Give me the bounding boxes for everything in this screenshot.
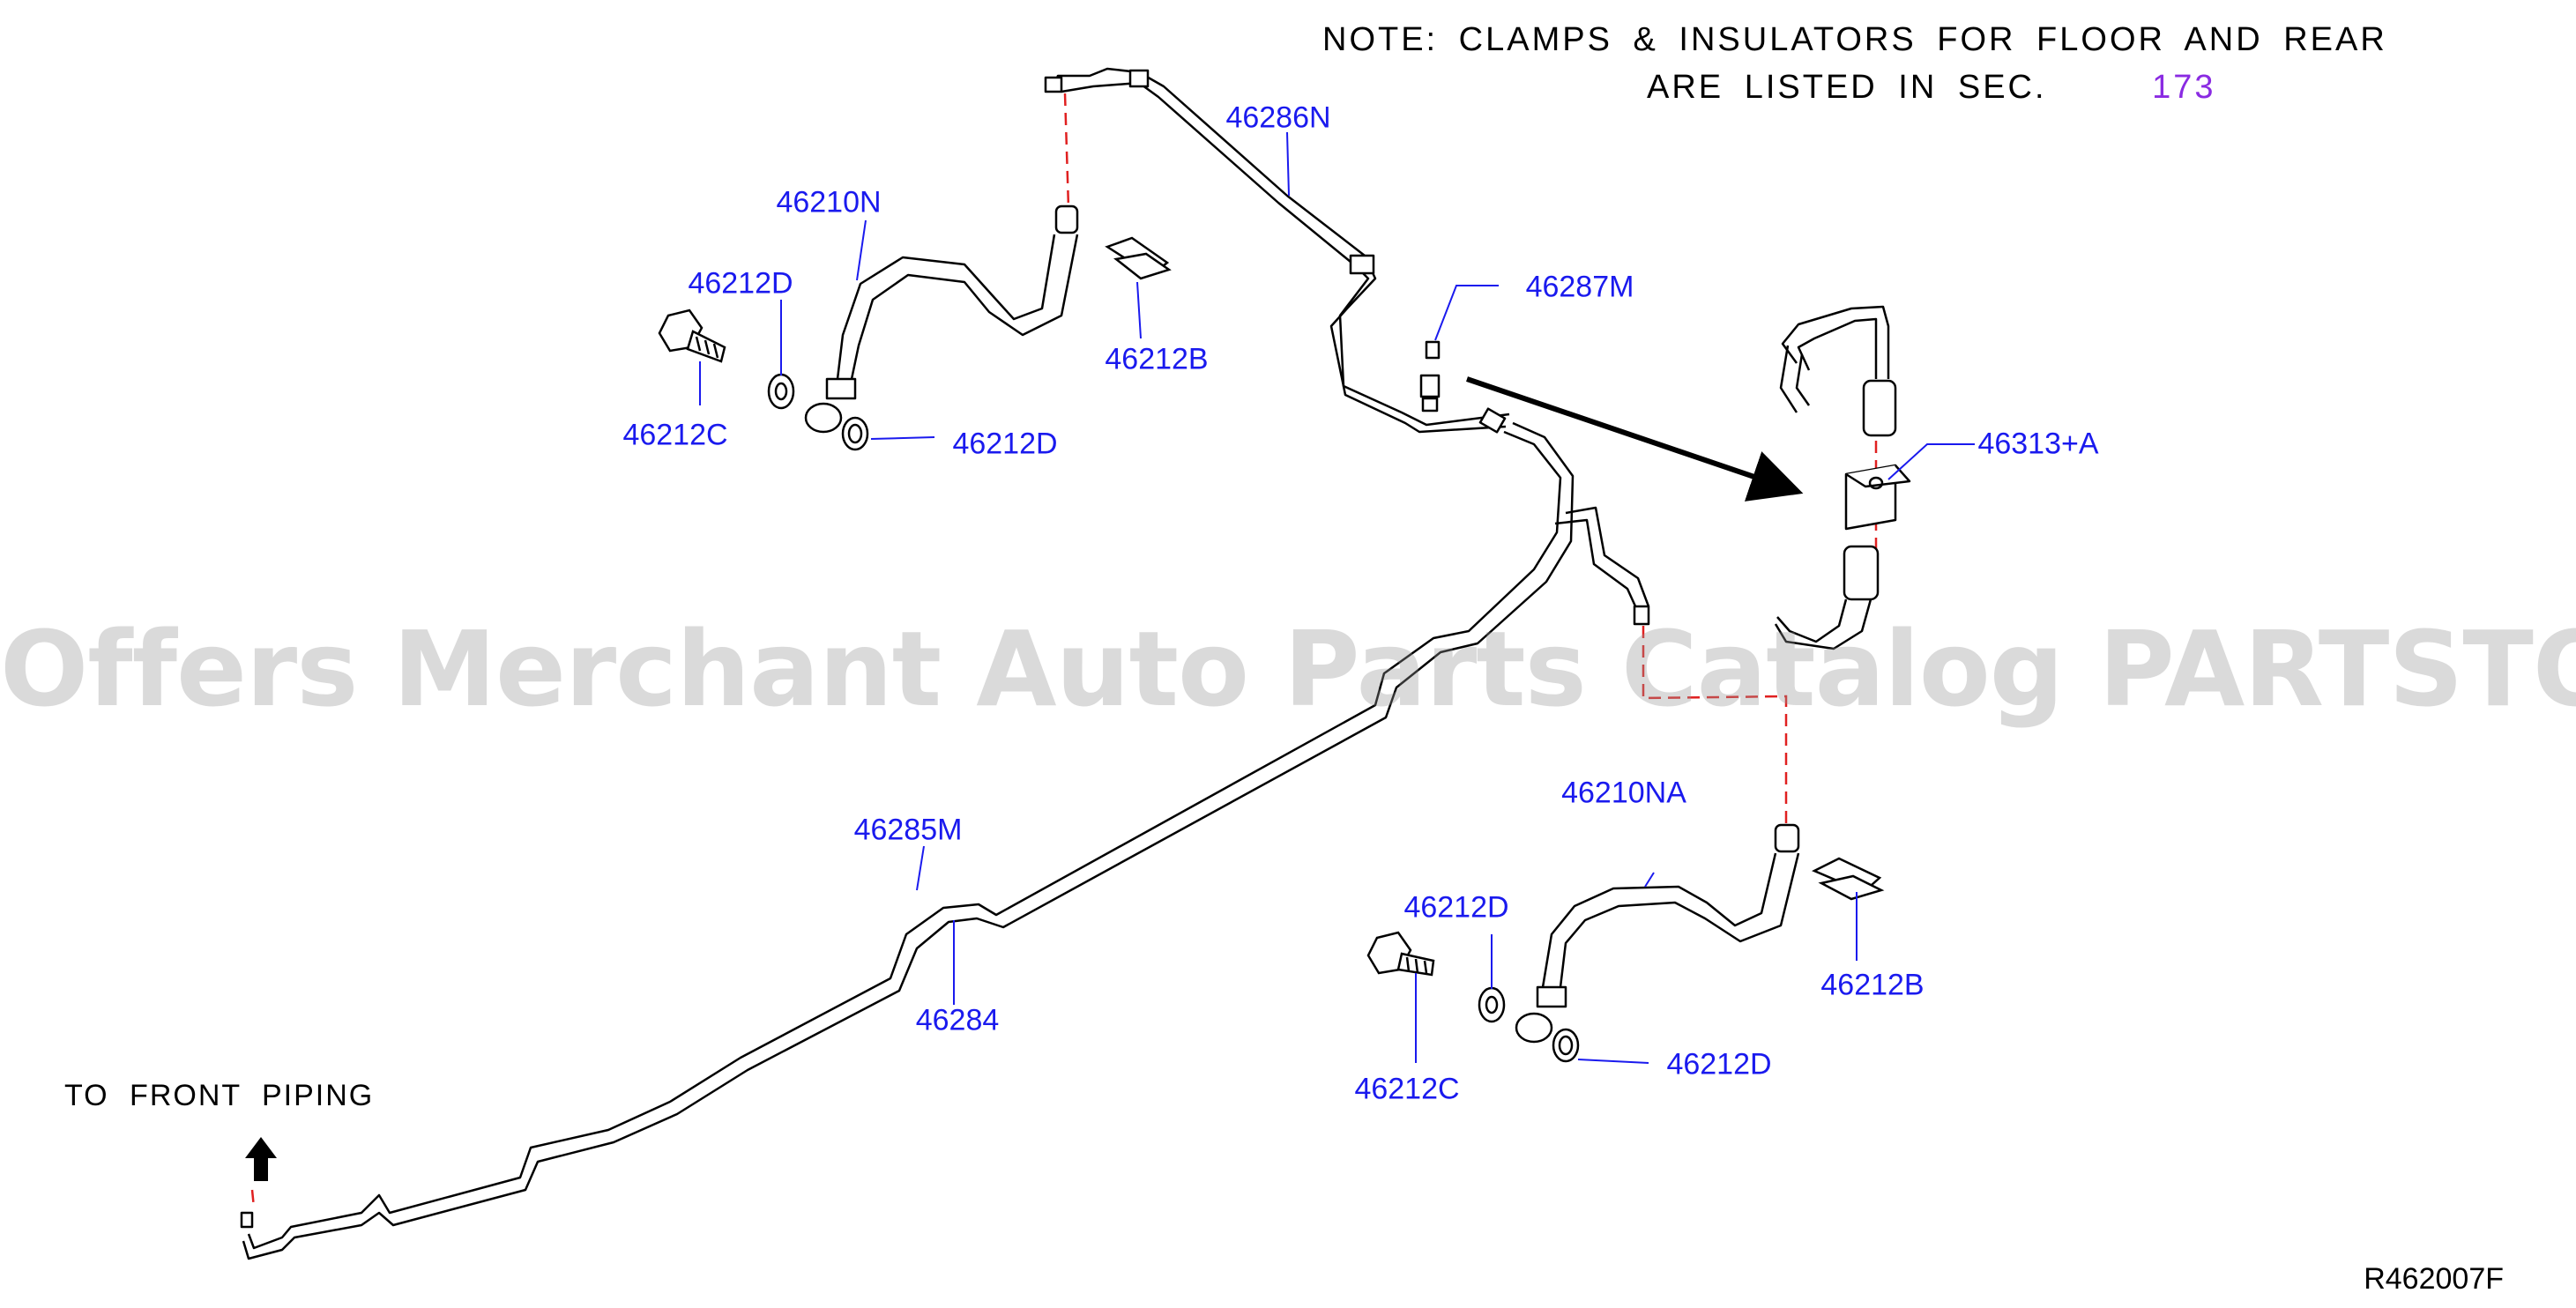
label-46212b-upper[interactable]: 46212B — [1105, 342, 1209, 376]
clip-upper — [1105, 236, 1172, 280]
label-46212d-lower-right[interactable]: 46212D — [1666, 1047, 1772, 1081]
label-46212d-upper-washer[interactable]: 46212D — [688, 266, 793, 301]
label-46285m[interactable]: 46285M — [853, 813, 963, 847]
note-line-2-text: ARE LISTED IN SEC. — [1647, 69, 2047, 106]
bolt-lower — [1366, 931, 1435, 977]
label-46284[interactable]: 46284 — [915, 1003, 1000, 1037]
leader-lines — [699, 131, 1975, 1064]
label-46286n[interactable]: 46286N — [1225, 100, 1331, 135]
label-46212c-lower[interactable]: 46212C — [1354, 1072, 1460, 1106]
note-line-2: ARE LISTED IN SEC. 173 — [1647, 69, 2216, 107]
front-piping-arrow — [245, 1137, 277, 1181]
rear-junction-block — [1466, 305, 1911, 650]
note-line-1: NOTE: CLAMPS & INSULATORS FOR FLOOR AND … — [1322, 21, 2387, 58]
washer-lower-left — [1478, 986, 1506, 1023]
label-46212d-lower-washer[interactable]: 46212D — [1403, 890, 1509, 925]
washer-upper-left — [767, 373, 795, 410]
assembly-dash-lines — [250, 93, 1878, 1208]
clip-lower — [1812, 857, 1885, 901]
label-46210n[interactable]: 46210N — [776, 185, 882, 219]
watermark: Offers Merchant Auto Parts Catalog PARTS… — [0, 608, 2576, 730]
label-46287m[interactable]: 46287M — [1525, 270, 1634, 304]
pipe-46286n — [1044, 67, 1510, 434]
label-46212d-upper-right[interactable]: 46212D — [952, 427, 1058, 461]
hose-46210na — [1515, 823, 1800, 1063]
label-46212c-upper[interactable]: 46212C — [622, 418, 728, 452]
to-front-piping-label: TO FRONT PIPING — [64, 1079, 375, 1112]
hose-46210n — [804, 204, 1079, 451]
figure-code: R462007F — [2364, 1262, 2504, 1296]
section-173-link[interactable]: 173 — [2152, 69, 2216, 106]
label-46313-a[interactable]: 46313+A — [1977, 427, 2099, 461]
bolt-upper — [658, 308, 726, 363]
label-46210na[interactable]: 46210NA — [1561, 776, 1686, 810]
main-brake-pipe — [240, 421, 1650, 1260]
label-46212b-lower[interactable]: 46212B — [1820, 968, 1925, 1002]
